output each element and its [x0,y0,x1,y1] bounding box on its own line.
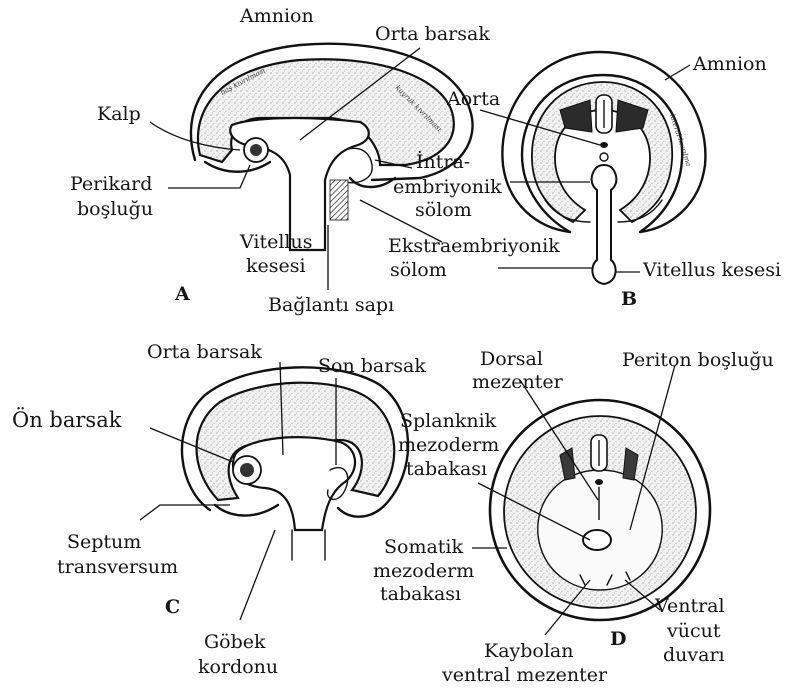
panel-a-amnion-label: Amnion [239,5,314,27]
panel-a-connecting-stalk [330,180,348,220]
panel-b-aorta [600,142,608,148]
panel-b-vitellus-label: Vitellus kesesi [642,259,781,281]
panel-c-gobek-label-2: kordonu [198,656,278,678]
panel-d-letter: D [610,628,626,650]
panel-a-baglanti-label: Bağlantı sapı [268,294,394,316]
panel-c-septum-label-1: Septum [67,531,141,553]
panel-d-somatik-label-1: Somatik [384,536,464,558]
panel-d-dorsal-label-1: Dorsal [480,348,543,370]
panel-b-gut [600,153,608,161]
panel-c-ventral-right [338,505,385,517]
panel-b-letter: B [621,288,637,310]
panel-a: baş kıvrılması kuyruk kıvrılması Amnion … [70,5,560,316]
panel-a-intra-label-3: sölom [415,199,472,221]
panel-a-perikard-label-1: Perikard [70,173,152,195]
panel-d-somatik-label-3: tabakası [380,583,461,605]
panel-a-perikard-label-2: boşluğu [77,198,153,220]
panel-a-heart-core [250,144,262,156]
panel-d-ventral-label-1: Ventral [654,595,725,617]
panel-d-aorta [595,479,603,485]
panel-b-amnion-label: Amnion [692,53,767,75]
panel-a-vitellus-label-2: kesesi [246,255,306,277]
panel-d-kaybolan-label-1: Kaybolan [484,640,574,662]
panel-d-kaybolan-label-2: ventral mezenter [441,664,608,686]
panel-d: Dorsal mezenter Periton boşluğu Splankni… [373,348,774,686]
panel-b-aorta-label: Aorta [446,88,500,110]
panel-d-somatik-label-2: mezoderm [373,560,474,582]
panel-a-vitellus-label-1: Vitellus [239,231,312,253]
panel-c-son-barsak-label: Son barsak [318,355,426,377]
panel-d-splanknik-label-1: Splanknik [400,410,497,432]
panel-a-intra-label-2: embriyonik [393,176,502,198]
panel-d-ventral-label-3: duvarı [663,644,725,666]
panel-d-gut [583,530,611,550]
panel-c-heart-core [240,463,254,477]
panel-c-umbilical-cord [292,530,325,560]
panel-a-intra-label-1: İntra- [416,150,470,173]
panel-b-yolk-sac [592,165,617,284]
panel-c-orta-barsak-label: Orta barsak [147,341,262,363]
panel-d-ventral-label-2: vücut [666,620,721,642]
panel-c: Orta barsak Son barsak Ön barsak Septum … [12,341,426,678]
panel-d-splanknik-label-2: mezoderm [398,434,499,456]
panel-a-kalp-label: Kalp [97,103,141,125]
panel-c-septum-label-2: transversum [57,556,178,578]
panel-a-ekstra-label-2: sölom [390,259,447,281]
panel-c-gobek-label-1: Göbek [204,631,266,653]
panel-a-orta-barsak-label: Orta barsak [375,23,490,45]
panel-d-periton-label: Periton boşluğu [622,349,774,371]
panel-a-ekstra-label-1: Ekstraembriyonik [388,235,560,257]
panel-b-leader-amnion [665,65,690,80]
panel-c-letter: C [165,596,180,618]
panel-d-splanknik-label-3: tabakası [406,458,487,480]
panel-a-yolk-neck-left [205,162,270,172]
panel-a-leader-perikard [168,165,250,188]
panel-c-leader-gobek [240,530,275,620]
panel-c-on-barsak-label: Ön barsak [12,407,122,432]
panel-a-letter: A [174,283,190,305]
panel-d-dorsal-label-2: mezenter [472,371,564,393]
panel-c-ventral-left [215,505,278,516]
